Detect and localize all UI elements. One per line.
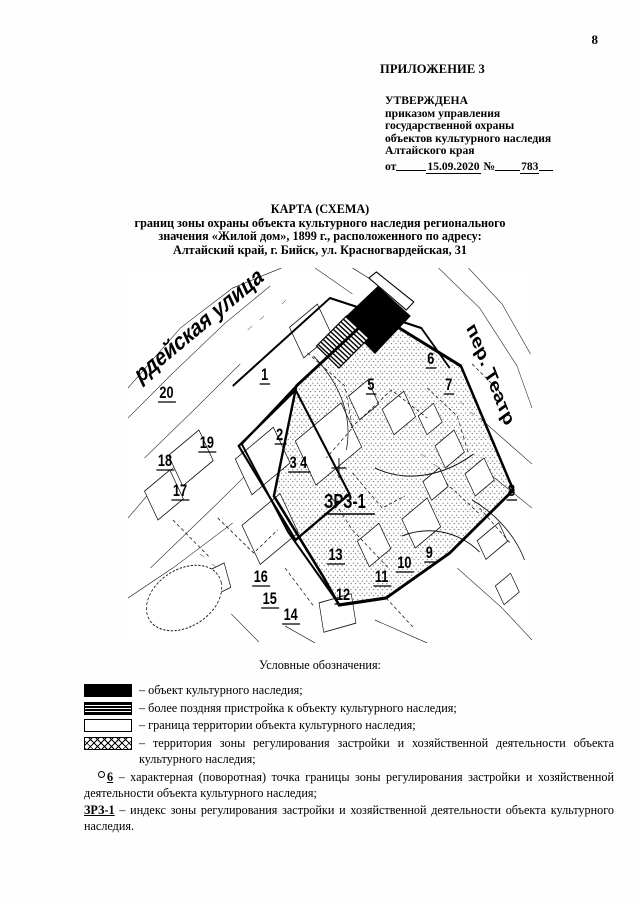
svg-text:1: 1 bbox=[261, 365, 268, 384]
svg-text:7: 7 bbox=[445, 375, 452, 394]
legend-label-territory-boundary: – граница территории объекта культурного… bbox=[139, 718, 416, 732]
svg-text:13: 13 bbox=[329, 545, 343, 564]
order-date: 15.09.2020 bbox=[426, 159, 481, 174]
turning-point-6: 6 bbox=[425, 349, 437, 369]
appendix-title: ПРИЛОЖЕНИЕ 3 bbox=[380, 62, 485, 76]
order-signature-line: от 15.09.2020 № 783 bbox=[385, 159, 635, 174]
order-blank-mid bbox=[495, 159, 521, 171]
legend-row-territory-boundary: – граница территории объекта культурного… bbox=[84, 717, 614, 734]
turning-point-20: 20 bbox=[157, 383, 176, 403]
map-title-line-1: КАРТА (СХЕМА) bbox=[270, 202, 370, 216]
approval-heading: УТВЕРЖДЕНА bbox=[385, 94, 468, 107]
order-prefix: от bbox=[385, 159, 397, 173]
svg-text:8: 8 bbox=[508, 481, 515, 500]
legend-swatch-white-outline-icon bbox=[84, 719, 132, 732]
svg-text:17: 17 bbox=[173, 481, 187, 500]
svg-text:10: 10 bbox=[397, 553, 411, 572]
turning-point-9: 9 bbox=[424, 543, 435, 563]
legend-row-later-extension: – более поздняя пристройка к объекту кул… bbox=[84, 700, 614, 717]
turning-point-8: 8 bbox=[506, 481, 518, 501]
svg-text:19: 19 bbox=[200, 433, 214, 452]
legend-heading: Условные обозначения: bbox=[259, 658, 381, 672]
legend-row-turning-point: 6 – характерная (поворотная) точка грани… bbox=[84, 769, 614, 802]
map-title-line-2: границ зоны охраны объекта культурного н… bbox=[134, 215, 506, 230]
turning-point-5: 5 bbox=[365, 375, 377, 395]
svg-text:5: 5 bbox=[367, 375, 374, 394]
svg-text:11: 11 bbox=[375, 567, 388, 586]
legend-label-later-extension: – более поздняя пристройка к объекту кул… bbox=[139, 700, 457, 715]
legend-swatch-solid-black-icon bbox=[84, 684, 132, 697]
legend-zone-index-value: ЗРЗ-1 bbox=[84, 802, 115, 817]
turning-point-19: 19 bbox=[198, 433, 217, 453]
order-no-label: № bbox=[483, 159, 496, 173]
legend: – объект культурного наследия; – более п… bbox=[84, 682, 614, 835]
svg-text:18: 18 bbox=[158, 451, 172, 470]
zone-index-label: ЗРЗ-1 bbox=[324, 490, 375, 515]
svg-text:6: 6 bbox=[427, 349, 434, 368]
svg-text:16: 16 bbox=[254, 567, 268, 586]
cadastral-map: рдейская улица пер. Театр ЗРЗ-1 1 2 bbox=[128, 268, 532, 643]
turning-point-marker-icon bbox=[98, 770, 105, 778]
legend-row-heritage-object: – объект культурного наследия; bbox=[84, 682, 614, 699]
order-blank-right bbox=[539, 159, 554, 171]
turning-point-10: 10 bbox=[395, 553, 414, 573]
inner-zone-line bbox=[240, 385, 340, 605]
svg-text:12: 12 bbox=[336, 585, 350, 604]
turning-point-11: 11 bbox=[373, 567, 392, 587]
approval-line-2: государственной охраны bbox=[385, 119, 515, 133]
legend-row-zone-index: ЗРЗ-1 – индекс зоны регулирования застро… bbox=[84, 802, 614, 835]
turning-point-13: 13 bbox=[327, 545, 345, 565]
legend-row-regulation-zone: – территория зоны регулирования застройк… bbox=[84, 735, 614, 768]
map-contours bbox=[313, 355, 525, 561]
legend-turning-point-text: – характерная (поворотная) точка границы… bbox=[84, 769, 614, 801]
legend-swatch-cross-hatch-icon bbox=[84, 736, 132, 750]
map-micro-annotations bbox=[199, 299, 475, 568]
approval-line-1: приказом управления bbox=[385, 106, 501, 120]
map-title-line-3: значения «Жилой дом», 1899 г., расположе… bbox=[158, 229, 482, 244]
svg-text:15: 15 bbox=[263, 589, 277, 608]
turning-point-3: 3 bbox=[288, 453, 301, 473]
svg-text:ЗРЗ-1: ЗРЗ-1 bbox=[324, 490, 366, 513]
turning-point-16: 16 bbox=[252, 567, 271, 587]
legend-zone-index-text: – индекс зоны регулирования застройки и … bbox=[84, 802, 615, 834]
turning-point-12: 12 bbox=[334, 585, 353, 605]
legend-label-regulation-zone: – территория зоны регулирования застройк… bbox=[139, 735, 614, 767]
approval-line-4: Алтайского края bbox=[385, 144, 475, 158]
legend-zone-index-paragraph: ЗРЗ-1 – индекс зоны регулирования застро… bbox=[84, 802, 614, 835]
legend-swatch-dark-hatch-icon bbox=[84, 701, 132, 715]
svg-text:3: 3 bbox=[290, 453, 297, 472]
turning-point-14: 14 bbox=[282, 605, 301, 625]
map-svg: рдейская улица пер. Театр ЗРЗ-1 1 2 bbox=[128, 268, 532, 643]
map-title-line-4: Алтайский край, г. Бийск, ул. Красногвар… bbox=[173, 242, 467, 257]
protection-zone-area bbox=[273, 313, 514, 605]
turning-point-4: 4 bbox=[298, 453, 311, 473]
legend-turning-point-paragraph: 6 – характерная (поворотная) точка грани… bbox=[84, 769, 614, 802]
turning-point-17: 17 bbox=[171, 481, 190, 501]
map-oval-feature bbox=[146, 564, 223, 632]
svg-text:14: 14 bbox=[284, 605, 299, 624]
approval-line-3: объектов культурного наследия bbox=[385, 131, 552, 145]
order-number: 783 bbox=[520, 159, 540, 174]
approval-block: УТВЕРЖДЕНА приказом управления государст… bbox=[385, 94, 635, 174]
legend-turning-point-number: 6 bbox=[107, 769, 114, 784]
svg-text:4: 4 bbox=[300, 453, 308, 472]
map-title: КАРТА (СХЕМА) границ зоны охраны объекта… bbox=[0, 202, 640, 257]
turning-point-2: 2 bbox=[274, 425, 287, 445]
survey-cross-mark bbox=[331, 458, 347, 478]
svg-text:2: 2 bbox=[276, 425, 283, 444]
turning-point-15: 15 bbox=[261, 589, 280, 609]
turning-point-18: 18 bbox=[156, 451, 175, 471]
legend-label-heritage-object: – объект культурного наследия; bbox=[139, 683, 303, 697]
turning-point-7: 7 bbox=[443, 375, 455, 395]
page-number: 8 bbox=[591, 32, 599, 47]
svg-text:20: 20 bbox=[159, 383, 173, 402]
order-blank-left bbox=[396, 159, 427, 171]
turning-point-1: 1 bbox=[259, 365, 271, 385]
turning-point-labels: 1 2 3 4 5 bbox=[156, 349, 518, 625]
svg-text:9: 9 bbox=[426, 543, 433, 562]
